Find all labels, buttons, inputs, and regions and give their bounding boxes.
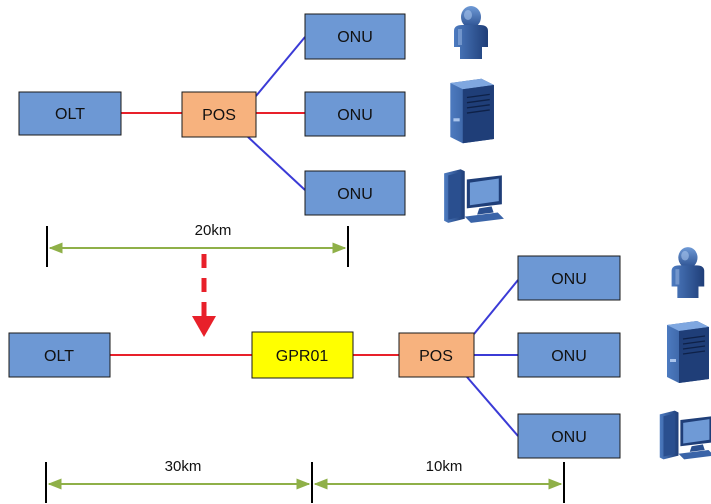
bottom-onu-node-2: ONU [517,332,621,378]
bottom-olt-node: OLT [8,332,111,378]
transition-arrow [192,254,216,337]
bottom-pos-onu1-link [473,279,519,335]
top-network: OLT POS ONU ONU ONU 20km [18,6,504,267]
top-pos-onu3-link [247,136,306,191]
workstation-icon [659,410,711,460]
workstation-icon [444,169,504,223]
top-onu-node-2: ONU [304,91,406,137]
bottom-olt-label: OLT [44,348,74,365]
bottom-distance-label-right: 10km [426,458,463,475]
user-icon [671,247,705,298]
bottom-distance-label-left: 30km [165,458,202,475]
top-olt-node: OLT [18,91,122,136]
top-onu-label-1: ONU [337,29,373,46]
top-onu-label-2: ONU [337,107,373,124]
top-pos-onu1-link [255,36,306,97]
top-distance-label: 20km [195,222,232,239]
server-icon [666,320,710,384]
top-pos-label: POS [202,107,236,124]
top-pos-node: POS [181,91,257,138]
top-olt-label: OLT [55,106,85,123]
top-onu-node-1: ONU [304,13,406,60]
bottom-pos-label: POS [419,348,453,365]
bottom-onu-label-1: ONU [551,271,587,288]
bottom-network: OLT GPR01 POS ONU ONU ONU [8,247,711,503]
bottom-distance-dimension: 30km 10km [45,458,565,503]
user-icon [454,6,488,59]
bottom-pos-node: POS [398,332,475,378]
top-onu-label-3: ONU [337,186,373,203]
bottom-onu-label-2: ONU [551,348,587,365]
server-icon [449,78,495,144]
bottom-gpr-label: GPR01 [276,348,329,365]
bottom-onu-node-1: ONU [517,255,621,301]
top-onu-node-3: ONU [304,170,406,216]
bottom-onu-label-3: ONU [551,429,587,446]
bottom-onu-node-3: ONU [517,413,621,459]
bottom-pos-onu3-link [466,376,519,437]
bottom-gpr-node: GPR01 [251,331,354,379]
top-distance-dimension: 20km [46,222,349,267]
